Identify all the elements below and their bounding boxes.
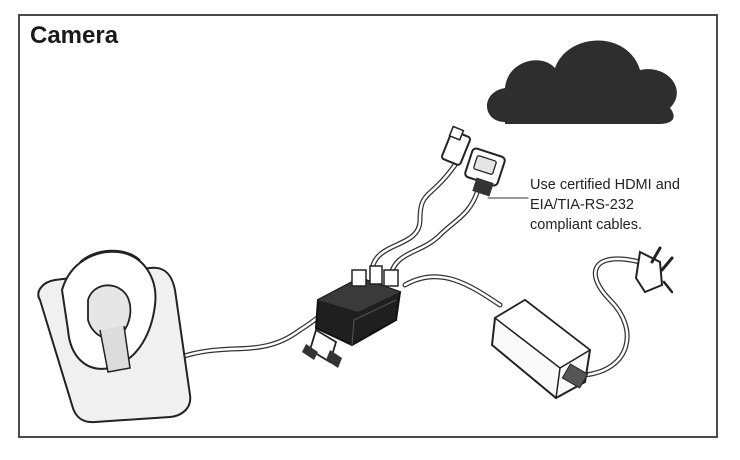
hdmi-connector-icon [441,125,471,166]
cloud-icon [486,40,677,124]
hub-icon [302,265,402,368]
cable-note-line-2: EIA/TIA-RS-232 [530,197,634,213]
cable-note: Use certified HDMI and EIA/TIA-RS-232 co… [530,175,720,235]
diagram-title: Camera [30,22,119,49]
power-plug-icon [634,246,674,294]
power-adapter-icon [490,298,592,400]
cable-note-line-3: compliant cables. [530,217,643,233]
serial-connector-icon [464,147,506,197]
camera-icon [37,249,192,424]
cable-note-line-1: Use certified HDMI and [530,177,680,193]
